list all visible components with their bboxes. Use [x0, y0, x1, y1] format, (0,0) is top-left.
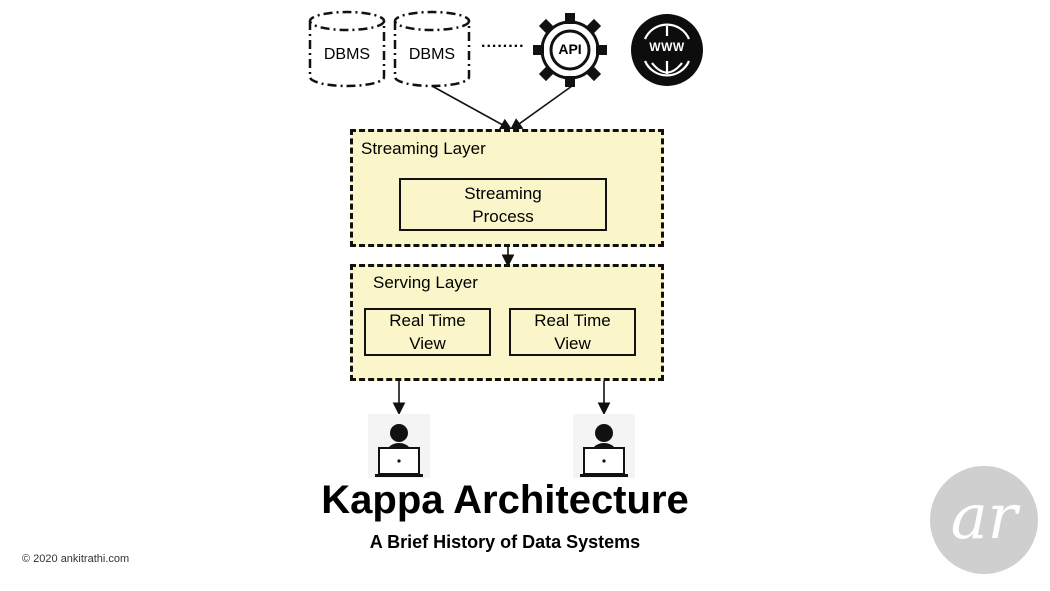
arrow-dbms-to-stream [431, 85, 513, 131]
www-label: WWW [649, 40, 685, 54]
serving-layer-title: Serving Layer [373, 273, 478, 292]
real-time-view-box-1: Real Time View [364, 308, 491, 356]
api-gear-icon [533, 13, 607, 87]
streaming-process-box: Streaming Process [399, 178, 607, 231]
user-laptop-icon-2 [573, 414, 635, 478]
ellipsis: ........ [481, 34, 525, 51]
page-subtitle: A Brief History of Data Systems [369, 532, 641, 552]
dbms-label-1: DBMS [323, 46, 371, 63]
dbms-cylinder-2 [393, 10, 471, 88]
api-label: API [558, 41, 582, 57]
arrow-api-to-stream [509, 85, 573, 131]
dbms-cylinder-1 [308, 10, 386, 88]
ar-logo-text: ar [950, 480, 1018, 553]
user-laptop-icon-1 [368, 414, 430, 478]
www-globe-icon [631, 14, 703, 86]
copyright-text: © 2020 ankitrathi.com [22, 553, 130, 565]
dbms-label-2: DBMS [408, 46, 456, 63]
ar-logo: ar [930, 466, 1038, 574]
real-time-view-box-2: Real Time View [509, 308, 636, 356]
page-title: Kappa Architecture [321, 478, 689, 522]
streaming-layer-title: Streaming Layer [361, 139, 486, 158]
